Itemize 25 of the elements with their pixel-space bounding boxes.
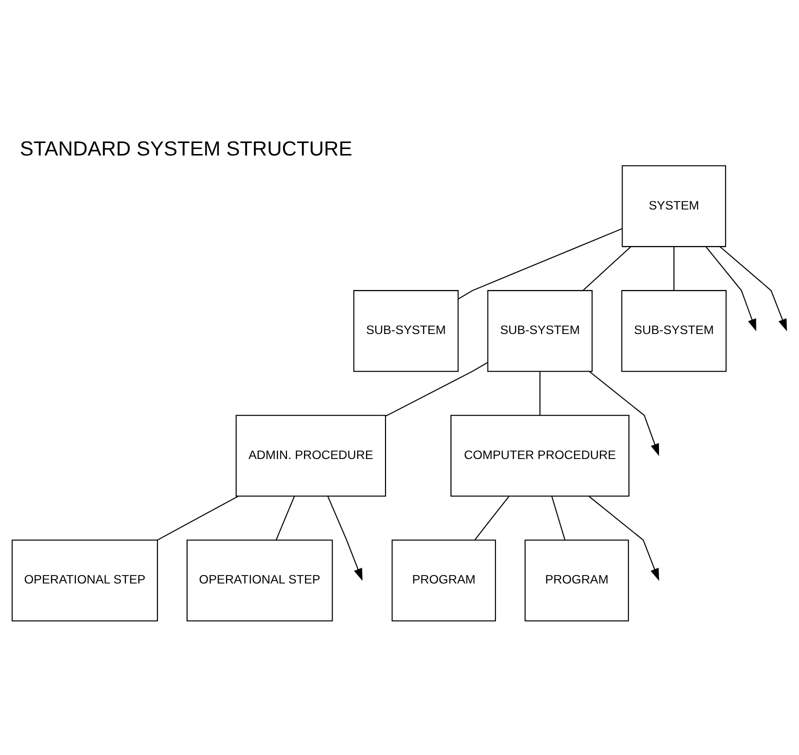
connector — [551, 496, 566, 540]
node-box: SUB-SYSTEM — [621, 290, 727, 372]
node-box: SUB-SYSTEM — [353, 290, 459, 372]
connector — [386, 361, 488, 416]
arrow — [588, 495, 660, 580]
arrow — [720, 246, 787, 331]
node-box: OPERATIONAL STEP — [186, 539, 333, 621]
arrow — [706, 246, 756, 331]
connector — [157, 495, 238, 540]
connector — [582, 246, 632, 290]
connector — [276, 496, 295, 540]
node-box: OPERATIONAL STEP — [12, 539, 158, 621]
node-box: SUB-SYSTEM — [487, 290, 593, 372]
node-box: SYSTEM — [622, 164, 726, 247]
arrow — [589, 370, 660, 456]
node-box: PROGRAM — [392, 539, 496, 621]
node-box: ADMIN. PROCEDURE — [236, 414, 386, 496]
connector — [539, 370, 540, 415]
diagram-title: STANDARD SYSTEM STRUCTURE — [20, 137, 352, 160]
connector — [673, 246, 674, 290]
node-box: COMPUTER PROCEDURE — [450, 414, 630, 496]
connector — [474, 495, 510, 540]
node-box: PROGRAM — [524, 539, 629, 621]
arrow — [327, 496, 362, 580]
connector — [458, 228, 622, 299]
